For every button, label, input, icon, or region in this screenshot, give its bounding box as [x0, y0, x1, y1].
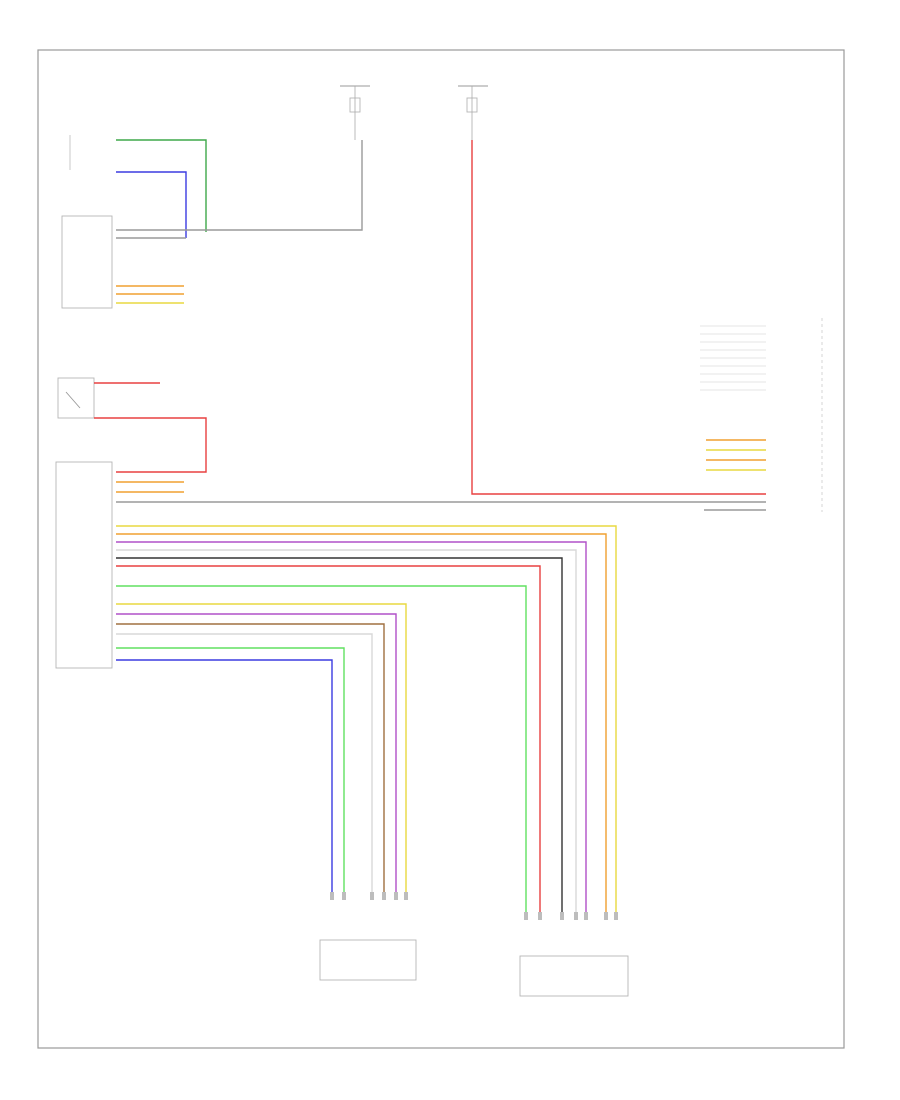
wire-violet-main [116, 541, 587, 920]
connector-pin [560, 912, 564, 920]
wire-yellow-s1 [116, 603, 407, 900]
wire-red-brake-2 [94, 417, 207, 473]
fuse-box-right [458, 85, 488, 140]
connector-left [319, 939, 417, 981]
connector-pin [604, 912, 608, 920]
wire-green-main [116, 585, 527, 920]
connector-pin [584, 912, 588, 920]
connector-pin [342, 892, 346, 900]
wire-orange-main [116, 533, 607, 920]
pin-group [330, 892, 618, 920]
wire-white-s1 [116, 633, 373, 900]
wire-red-main [116, 565, 541, 920]
connector-pin [394, 892, 398, 900]
wire-blue-top [116, 171, 187, 238]
diagram-frame [37, 49, 845, 1049]
connector-pin [524, 912, 528, 920]
connector-pin [538, 912, 542, 920]
connector-right [519, 955, 629, 997]
connector-pin [614, 912, 618, 920]
wire-white-main [116, 549, 577, 920]
connector-pin [404, 892, 408, 900]
engine-control-module [55, 461, 113, 669]
connector-pin [370, 892, 374, 900]
wire-black-main [116, 557, 563, 920]
accel-pedal-sensor [61, 215, 113, 309]
connector-pin [382, 892, 386, 900]
wire-red-right [471, 140, 704, 495]
wire-green-s1 [116, 647, 345, 900]
wire-blue-s1 [116, 659, 333, 900]
wire-group [94, 139, 766, 920]
fuse-box-top [340, 85, 370, 140]
connector-pin [330, 892, 334, 900]
wire-violet-s1 [116, 613, 397, 900]
wire-yellow-main [116, 525, 617, 920]
connector-pin [574, 912, 578, 920]
wire-grey-feed [116, 140, 363, 231]
brake-light-switch [57, 377, 95, 419]
wire-brown-s1 [116, 623, 385, 900]
cruise-control-switch [700, 325, 766, 391]
wire-green-top [116, 139, 207, 232]
